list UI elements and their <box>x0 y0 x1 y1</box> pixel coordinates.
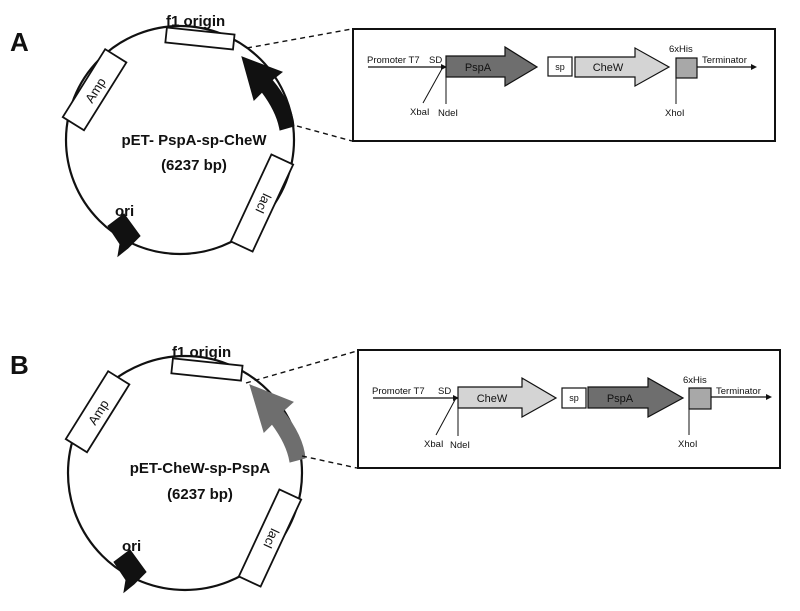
his-tag-box <box>688 387 712 410</box>
ori-arrow <box>107 213 141 258</box>
gene2-arrow <box>574 46 671 88</box>
amp-gene: Amp <box>64 369 131 454</box>
promoter-label: Promoter T7 <box>372 386 425 397</box>
spacer-label: sp <box>569 393 579 403</box>
cassette-box <box>357 349 781 469</box>
sd-label: SD <box>429 55 442 66</box>
site1-tick <box>422 66 444 104</box>
panel-letter: B <box>10 350 29 380</box>
f1-origin-label: f1 origin <box>166 13 225 30</box>
laci-gene: lacI <box>229 153 295 253</box>
his-tag-box <box>675 57 698 79</box>
his-tag-label: 6xHis <box>669 44 693 55</box>
spacer-label: sp <box>555 62 565 72</box>
gene2-arrow <box>587 376 685 419</box>
expression-cassette: Promoter T7 SD CheW sp PspA 6xHis Termin… <box>372 375 772 451</box>
gene2-label: PspA <box>607 393 634 405</box>
gene1-label: PspA <box>465 62 492 74</box>
site3-label: XhoI <box>678 439 698 450</box>
spacer-box <box>547 56 573 77</box>
plasmid-name: pET-CheW-sp-PspA <box>130 460 271 477</box>
f1-origin-label: f1 origin <box>172 344 231 361</box>
insert-arrow <box>249 384 306 463</box>
ori-label: ori <box>122 538 141 555</box>
site1-tick <box>435 397 457 436</box>
terminator-label: Terminator <box>716 386 761 397</box>
insert-arrow <box>241 56 295 131</box>
zoom-connector <box>246 28 353 49</box>
plasmid-name: pET- PspA-sp-CheW <box>122 132 268 149</box>
zoom-connector <box>245 350 358 384</box>
terminator-label: Terminator <box>702 55 747 66</box>
gene1-label: CheW <box>477 393 508 405</box>
gene1-arrow <box>445 45 539 88</box>
gene2-label: CheW <box>593 62 624 74</box>
panel-b: B Amp f1 origin lacI ori pET-CheW-sp-Psp… <box>10 344 781 594</box>
amp-gene: Amp <box>61 47 128 132</box>
laci-gene: lacI <box>237 488 303 588</box>
cassette-box <box>352 28 776 142</box>
promoter-label: Promoter T7 <box>367 55 420 66</box>
site1-label: XbaI <box>424 439 444 450</box>
terminator-arrowhead <box>751 64 757 70</box>
expression-cassette: Promoter T7 SD PspA sp CheW 6xHis Termin… <box>367 44 757 119</box>
plasmid-size: (6237 bp) <box>167 486 233 503</box>
zoom-connector <box>296 125 353 142</box>
site1-label: XbaI <box>410 107 430 118</box>
zoom-connector <box>301 455 358 469</box>
spacer-box <box>561 387 587 409</box>
plasmid-size: (6237 bp) <box>161 157 227 174</box>
his-tag-label: 6xHis <box>683 375 707 386</box>
panel-letter: A <box>10 27 29 57</box>
f1-origin-region <box>170 357 244 382</box>
ori-label: ori <box>115 203 134 220</box>
site3-label: XhoI <box>665 108 685 119</box>
site2-label: NdeI <box>438 108 458 119</box>
site2-label: NdeI <box>450 440 470 451</box>
gene1-arrow <box>457 376 558 419</box>
plasmid-backbone <box>64 24 296 256</box>
sd-label: SD <box>438 386 451 397</box>
terminator-arrowhead <box>766 394 772 400</box>
f1-origin-region <box>164 26 236 51</box>
panel-a: A Amp f1 origin lacI ori pET- PspA-sp-Ch… <box>10 13 776 258</box>
plasmid-backbone <box>66 354 304 592</box>
ori-arrow <box>113 549 147 594</box>
